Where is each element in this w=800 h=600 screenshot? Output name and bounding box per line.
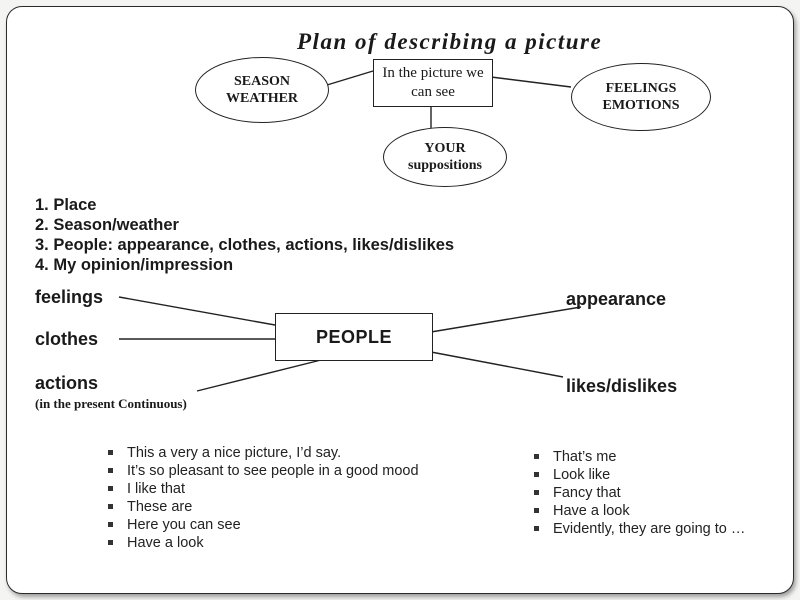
phrases-left-list: This a very a nice picture, I’d say. It’… — [105, 444, 435, 552]
likes-dislikes-word: likes/dislikes — [566, 376, 678, 396]
phrase-item: This a very a nice picture, I’d say. — [105, 444, 435, 462]
phrase-item: It’s so pleasant to see people in a good… — [105, 462, 435, 480]
actions-note: (in the present Continuous) — [35, 396, 187, 411]
feelings-word: feelings — [35, 287, 104, 307]
phrase-item: That’s me — [531, 448, 781, 466]
feelings-emotions-ellipse: FEELINGS EMOTIONS — [571, 63, 711, 131]
plan-item: 2. Season/weather — [35, 216, 179, 234]
weather-label: WEATHER — [225, 91, 299, 106]
season-label: SEASON — [233, 74, 291, 89]
center-line-2: can see — [411, 84, 455, 100]
actions-word: actions — [35, 373, 99, 393]
phrase-item: Here you can see — [105, 516, 435, 534]
plan-item: 1. Place — [35, 196, 97, 214]
emotions-label: EMOTIONS — [602, 98, 680, 113]
slide: Plan of describing a picture SEASON WEATH… — [6, 6, 794, 594]
phrase-item: Evidently, they are going to … — [531, 520, 781, 538]
connector-likes — [430, 351, 564, 378]
phrase-item: Have a look — [105, 534, 435, 552]
phrase-item: Look like — [531, 466, 781, 484]
connector-feelings-emotions — [490, 76, 572, 88]
your-label: YOUR — [424, 141, 466, 156]
suppositions-ellipse: YOUR suppositions — [383, 127, 507, 187]
connector-season — [326, 70, 374, 86]
center-line-1: In the picture we — [382, 65, 484, 81]
plan-item: 4. My opinion/impression — [35, 256, 234, 274]
connector-appearance — [430, 306, 582, 333]
phrase-item: I like that — [105, 480, 435, 498]
clothes-word: clothes — [35, 329, 99, 349]
page-title: Plan of describing a picture — [297, 29, 603, 54]
appearance-word: appearance — [566, 289, 667, 309]
center-box: In the picture we can see — [373, 59, 493, 107]
phrase-item: Fancy that — [531, 484, 781, 502]
connector-feelings — [118, 296, 276, 326]
people-box: PEOPLE — [275, 313, 433, 361]
phrases-right-list: That’s me Look like Fancy that Have a lo… — [531, 448, 781, 538]
plan-item: 3. People: appearance, clothes, actions,… — [35, 236, 455, 254]
feelings-label: FEELINGS — [605, 81, 677, 96]
season-weather-ellipse: SEASON WEATHER — [195, 57, 329, 123]
phrase-item: These are — [105, 498, 435, 516]
plan-list: 1. Place 2. Season/weather 3. People: ap… — [35, 195, 454, 275]
connector-actions — [196, 358, 326, 392]
suppositions-label: suppositions — [408, 158, 482, 173]
connector-lines — [118, 70, 582, 392]
phrase-item: Have a look — [531, 502, 781, 520]
